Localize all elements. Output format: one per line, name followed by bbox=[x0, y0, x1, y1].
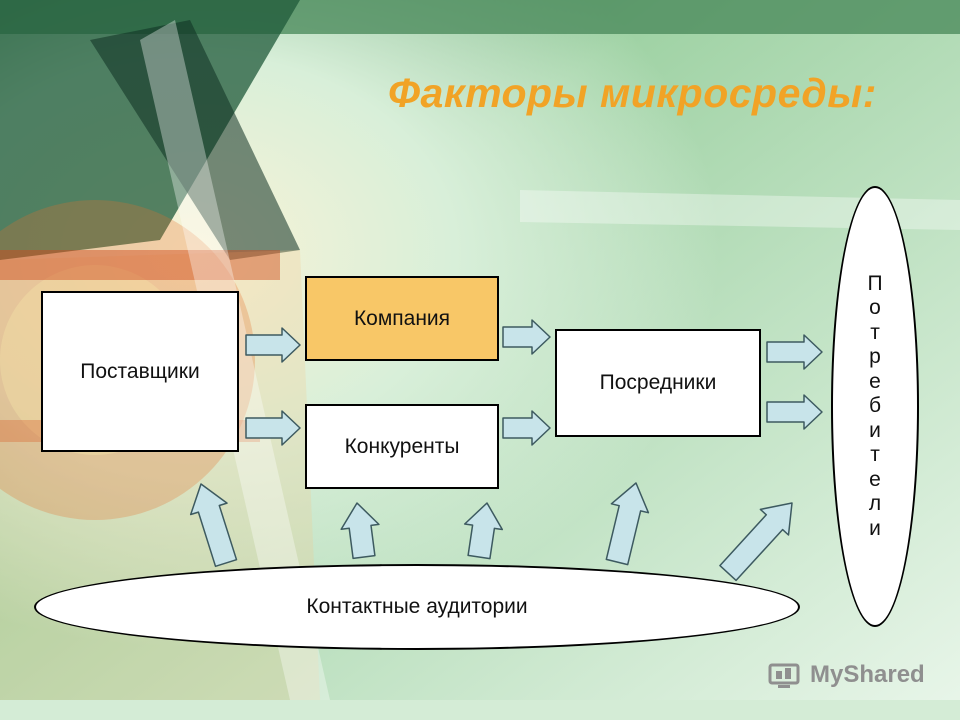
consumers-letter: л bbox=[868, 492, 882, 516]
watermark-text: MyShared bbox=[810, 661, 925, 688]
consumers-letter: б bbox=[868, 394, 882, 418]
consumers-letter: р bbox=[869, 345, 881, 369]
consumers-letter: т bbox=[870, 443, 880, 467]
myshared-logo-icon bbox=[768, 663, 800, 688]
slide-title: Факторы микросреды: bbox=[388, 70, 877, 116]
intermediaries-label: Посредники bbox=[599, 371, 717, 394]
competitors-box: Конкуренты bbox=[305, 404, 499, 489]
consumers-letter: е bbox=[869, 467, 881, 491]
consumers-ellipse: П о т р е б и т е л и bbox=[831, 186, 919, 627]
suppliers-label: Поставщики bbox=[80, 359, 200, 383]
company-label: Компания bbox=[353, 306, 451, 330]
contact-audiences-label: Контактные аудитории bbox=[306, 595, 528, 618]
myshared-watermark: MyShared bbox=[768, 658, 925, 692]
contact-audiences-ellipse: Контактные аудитории bbox=[34, 564, 800, 650]
consumers-letter: о bbox=[869, 296, 881, 320]
consumers-label: П о т р е б и т е л и bbox=[867, 272, 882, 542]
consumers-letter: П bbox=[867, 271, 883, 295]
consumers-letter: и bbox=[869, 418, 881, 442]
intermediaries-box: Посредники bbox=[555, 329, 761, 437]
competitors-label: Конкуренты bbox=[344, 434, 460, 458]
suppliers-box: Поставщики bbox=[41, 291, 239, 452]
company-box: Компания bbox=[305, 276, 499, 361]
consumers-letter: е bbox=[869, 369, 881, 393]
consumers-letter: т bbox=[870, 320, 880, 344]
consumers-letter: и bbox=[869, 516, 881, 540]
